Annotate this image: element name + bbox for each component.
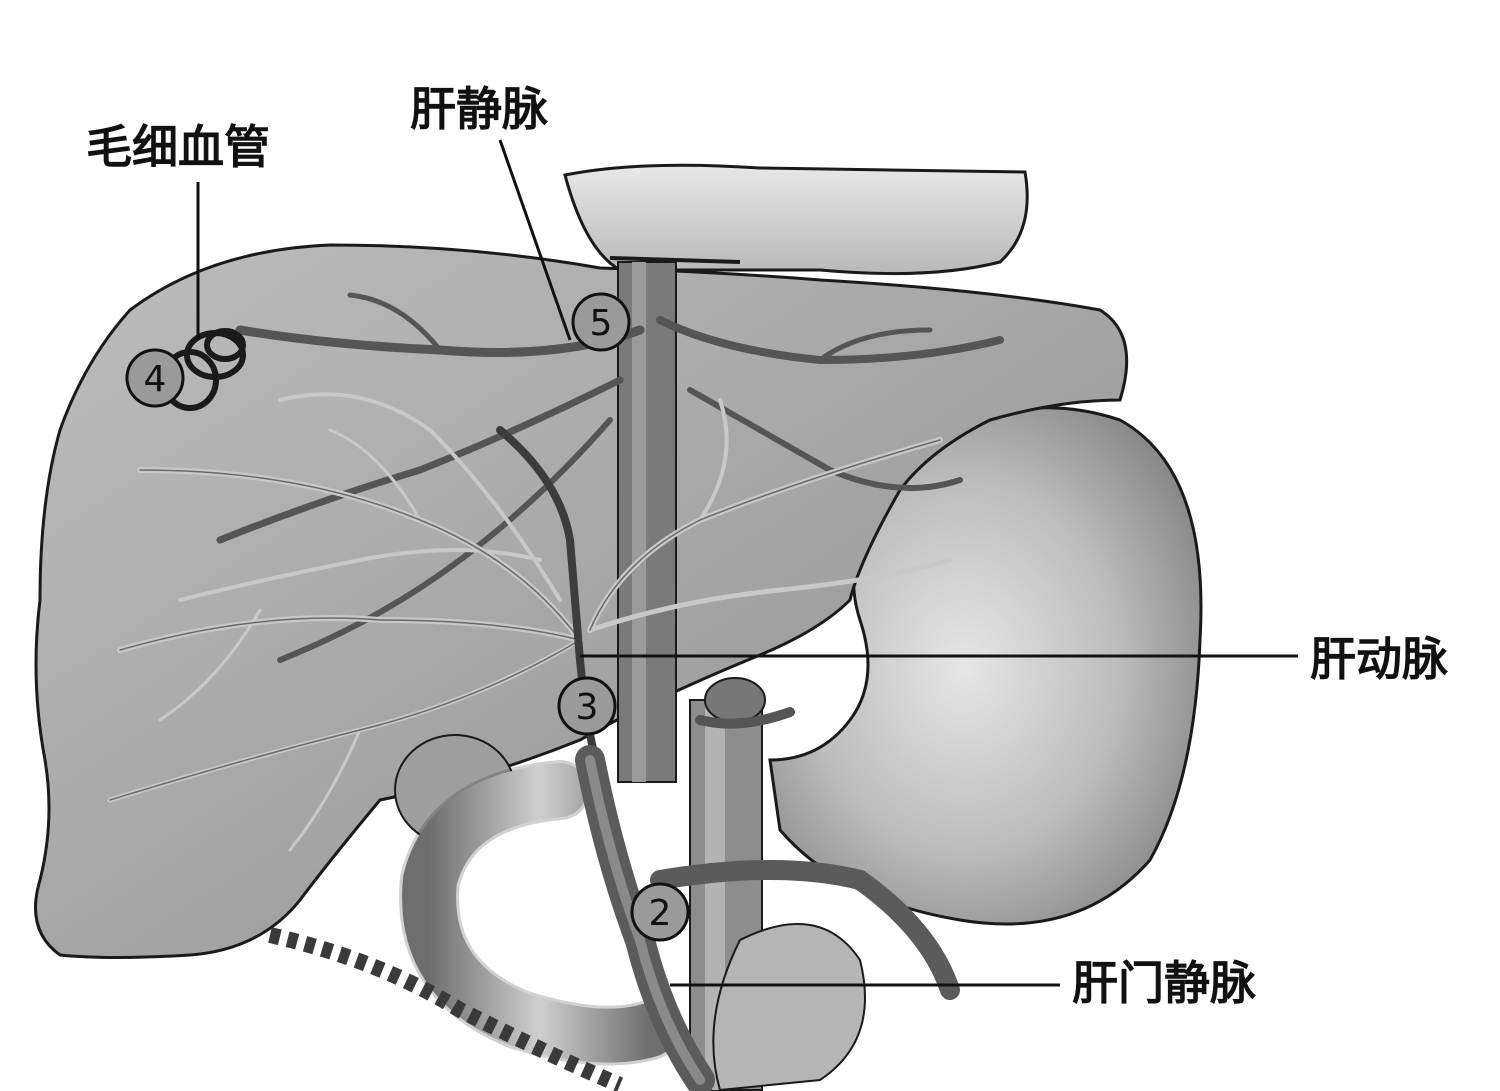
vessel-outlines [109, 439, 941, 801]
marker-4-label: 4 [144, 359, 167, 400]
label-capillary: 毛细血管 [86, 120, 270, 174]
leader-hepatic-vein [498, 139, 572, 341]
marker-2-label: 2 [649, 893, 672, 934]
marker-3: 3 [557, 676, 617, 736]
pancreas [712, 923, 866, 1091]
marker-5-label: 5 [590, 303, 613, 344]
label-portal-vein: 肝门静脉 [1072, 956, 1256, 1010]
label-hepatic-vein: 肝静脉 [410, 82, 548, 136]
stomach [768, 406, 1203, 926]
splenic-vein [650, 860, 960, 1000]
vena-cava [617, 261, 677, 783]
leader-lines [196, 139, 1298, 987]
liver-body [34, 243, 1129, 959]
marker-3-label: 3 [576, 687, 599, 728]
marker-2: 2 [630, 882, 690, 942]
marker-4: 4 [125, 348, 185, 408]
label-hepatic-artery: 肝动脉 [1310, 632, 1448, 686]
ligament-strand [268, 927, 624, 1091]
marker-5: 5 [571, 292, 631, 352]
upper-tissue [563, 163, 1029, 276]
